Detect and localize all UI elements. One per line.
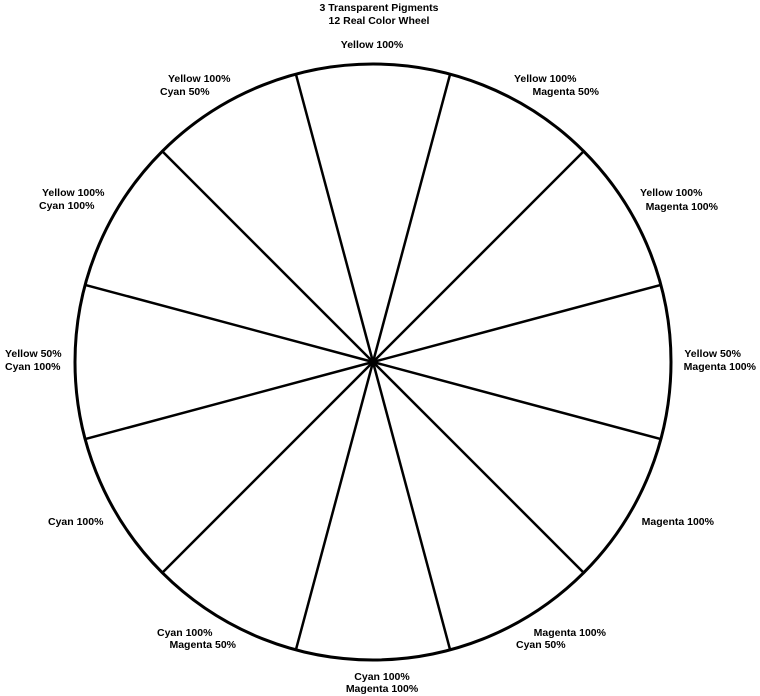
spoke-0	[371, 73, 452, 363]
wheel-center	[368, 357, 378, 367]
segment-label-7: Cyan 100% Magenta 50%	[157, 627, 237, 651]
segment-label-6: Cyan 100% Magenta 100%	[346, 671, 419, 695]
segment-4-line-1: Magenta 100%	[642, 516, 715, 528]
segment-6-line-1: Cyan 100%	[354, 671, 410, 683]
segment-2-line-2: Magenta 100%	[646, 201, 719, 213]
segment-5-line-1: Magenta 100%	[534, 627, 607, 639]
segment-0-line-1: Yellow 100%	[341, 39, 404, 51]
segment-label-11: Yellow 100% Cyan 50%	[160, 73, 231, 98]
segment-label-0: Yellow 100%	[341, 39, 404, 51]
title-line-1: 3 Transparent Pigments	[319, 2, 438, 14]
spoke-7	[161, 361, 374, 574]
segment-10-line-2: Cyan 100%	[39, 200, 95, 212]
segment-1-line-2: Magenta 50%	[532, 86, 599, 98]
spoke-1	[372, 150, 585, 363]
spoke-6	[294, 361, 375, 651]
spoke-10	[161, 150, 374, 363]
segment-1-line-1: Yellow 100%	[514, 73, 577, 85]
segment-7-line-2: Magenta 50%	[169, 639, 236, 651]
spoke-4	[372, 361, 585, 574]
segment-9-line-2: Cyan 100%	[5, 361, 61, 373]
segment-3-line-2: Magenta 100%	[684, 361, 757, 373]
segment-2-line-1: Yellow 100%	[640, 187, 703, 199]
segment-6-line-2: Magenta 100%	[346, 683, 419, 695]
spoke-9	[84, 283, 374, 364]
spoke-2	[372, 283, 662, 364]
segment-label-10: Yellow 100% Cyan 100%	[39, 187, 105, 212]
segment-label-5: Magenta 100% Cyan 50%	[516, 627, 607, 651]
spoke-8	[84, 360, 374, 441]
segment-label-4: Magenta 100%	[642, 516, 715, 528]
segment-label-3: Yellow 50% Magenta 100%	[684, 348, 757, 373]
segment-5-line-2: Cyan 50%	[516, 639, 566, 651]
segment-3-line-1: Yellow 50%	[684, 348, 741, 360]
spoke-11	[294, 73, 375, 363]
wheel-spokes	[84, 73, 662, 651]
segment-11-line-1: Yellow 100%	[168, 73, 231, 85]
title-line-2: 12 Real Color Wheel	[329, 15, 430, 27]
segment-11-line-2: Cyan 50%	[160, 86, 210, 98]
segment-9-line-1: Yellow 50%	[5, 348, 62, 360]
segment-8-line-1: Cyan 100%	[48, 516, 104, 528]
spoke-3	[372, 360, 662, 441]
segment-10-line-1: Yellow 100%	[42, 187, 105, 199]
segment-7-line-1: Cyan 100%	[157, 627, 213, 639]
segment-label-9: Yellow 50% Cyan 100%	[5, 348, 62, 373]
spoke-5	[371, 361, 452, 651]
segment-label-1: Yellow 100% Magenta 50%	[514, 73, 600, 98]
segment-label-2: Yellow 100% Magenta 100%	[640, 187, 719, 213]
segment-label-8: Cyan 100%	[48, 516, 104, 528]
